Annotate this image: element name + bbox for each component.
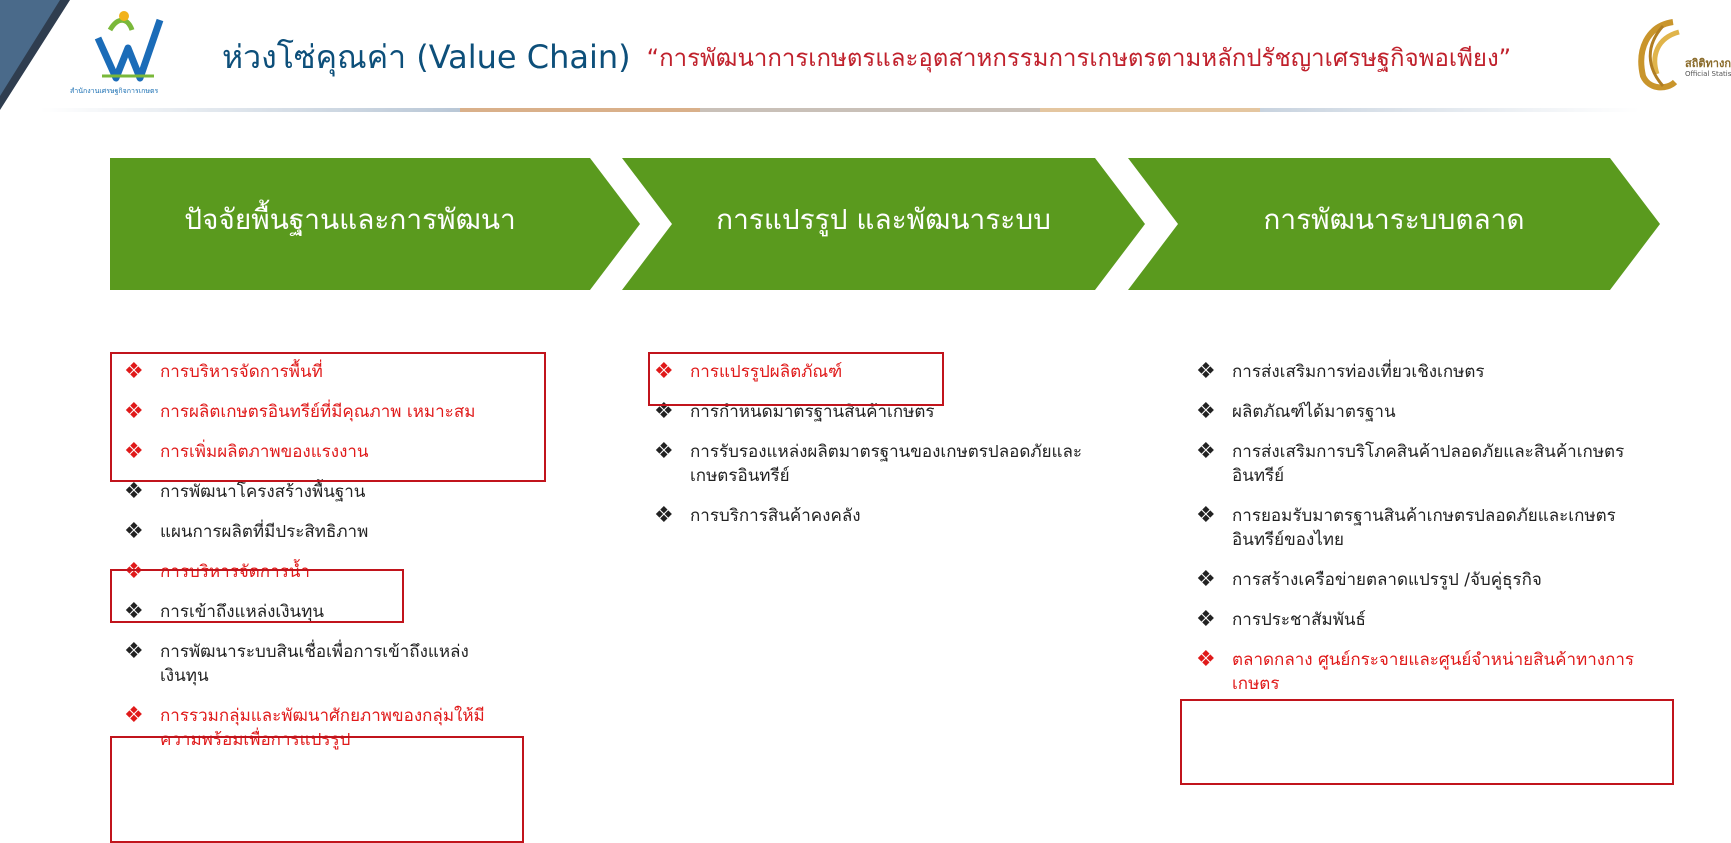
list-item: ❖การแปรรูปผลิตภัณฑ์ (654, 359, 843, 384)
list-item: ❖แผนการผลิตที่มีประสิทธิภาพ (124, 519, 369, 544)
stage-3-label: การพัฒนาระบบตลาด (1263, 203, 1525, 236)
bullet-icon: ❖ (124, 359, 144, 384)
bullet-icon: ❖ (124, 703, 144, 728)
bullet-icon: ❖ (654, 399, 674, 424)
header-rule-3 (700, 108, 1040, 112)
header-rule-2 (460, 108, 700, 112)
corner-decoration (0, 0, 70, 110)
stage-3-items: ❖การส่งเสริมการท่องเที่ยวเชิงเกษตร ❖ผลิต… (1190, 360, 1670, 712)
list-item: ❖การผลิตเกษตรอินทรีย์ที่มีคุณภาพ เหมาะสม (124, 399, 476, 424)
highlight-box (110, 352, 546, 482)
list-item: ❖การพัฒนาโครงสร้างพื้นฐาน (124, 479, 366, 504)
right-logo-caption: สถิติทางการ (1685, 57, 1731, 70)
bullet-icon: ❖ (1196, 607, 1216, 632)
highlight-box (648, 352, 944, 406)
header: สำนักงานเศรษฐกิจการเกษตร ห่วงโซ่คุณค่า (… (0, 0, 1731, 118)
list-item: ❖การประชาสัมพันธ์ (1196, 607, 1366, 632)
chevron-arrows (110, 158, 1660, 290)
official-statistics-icon (1638, 19, 1680, 91)
list-item: ❖การเข้าถึงแหล่งเงินทุน (124, 599, 324, 624)
highlight-box (110, 736, 524, 843)
bullet-icon: ❖ (124, 439, 144, 464)
list-item: ❖ผลิตภัณฑ์ได้มาตรฐาน (1196, 399, 1396, 424)
value-chain-stages: ปัจจัยพื้นฐานและการพัฒนา การแปรรูป และพั… (0, 158, 1731, 290)
chevron-stage-3 (1128, 158, 1660, 290)
bullet-icon: ❖ (654, 439, 674, 464)
bullet-icon: ❖ (1196, 359, 1216, 384)
stage-1-items: ❖การบริหารจัดการพื้นที่ ❖การผลิตเกษตรอิน… (118, 360, 538, 768)
bullet-icon: ❖ (1196, 503, 1216, 528)
list-item: ❖การบริการสินค้าคงคลัง (654, 503, 861, 528)
list-item: ❖ตลาดกลาง ศูนย์กระจายและศูนย์จำหน่ายสินค… (1196, 647, 1635, 695)
stage-2-label: การแปรรูป และพัฒนาระบบ (716, 203, 1051, 236)
bullet-icon: ❖ (124, 399, 144, 424)
bullet-icon: ❖ (1196, 399, 1216, 424)
stage-1-label: ปัจจัยพื้นฐานและการพัฒนา (184, 203, 516, 236)
bullet-icon: ❖ (654, 503, 674, 528)
list-item: ❖การยอมรับมาตรฐานสินค้าเกษตรปลอดภัยและเก… (1196, 503, 1616, 551)
list-item: ❖การบริหารจัดการน้ำ (124, 559, 310, 584)
right-logo: สถิติทางการ Official Statistics (1633, 12, 1731, 104)
bullet-icon: ❖ (124, 599, 144, 624)
bullet-icon: ❖ (124, 519, 144, 544)
bullet-icon: ❖ (124, 479, 144, 504)
highlight-box (1180, 699, 1674, 785)
list-item: ❖การส่งเสริมการบริโภคสินค้าปลอดภัยและสิน… (1196, 439, 1625, 487)
list-item: ❖การส่งเสริมการท่องเที่ยวเชิงเกษตร (1196, 359, 1485, 384)
header-rule-1 (40, 108, 460, 112)
highlight-box (110, 569, 404, 623)
bullet-icon: ❖ (1196, 647, 1216, 672)
bullet-icon: ❖ (124, 559, 144, 584)
list-item: ❖การรับรองแหล่งผลิตมาตรฐานของเกษตรปลอดภั… (654, 439, 1083, 487)
bullet-icon: ❖ (1196, 567, 1216, 592)
stage-2-items: ❖การแปรรูปผลิตภัณฑ์ ❖การกำหนดมาตรฐานสินค… (648, 360, 1148, 544)
page-title: ห่วงโซ่คุณค่า (Value Chain) (222, 38, 631, 76)
left-logo: สำนักงานเศรษฐกิจการเกษตร (70, 8, 190, 100)
bullet-icon: ❖ (1196, 439, 1216, 464)
list-item: ❖การรวมกลุ่มและพัฒนาศักยภาพของกลุ่มให้มี… (124, 703, 485, 751)
bullet-icon: ❖ (654, 359, 674, 384)
left-logo-caption: สำนักงานเศรษฐกิจการเกษตร (70, 87, 159, 95)
chevron-stage-1 (110, 158, 640, 290)
list-item: ❖การสร้างเครือข่ายตลาดแปรรูป /จับคู่ธุรก… (1196, 567, 1542, 592)
page-subtitle: “การพัฒนาการเกษตรและอุตสาหกรรมการเกษตรตา… (646, 44, 1512, 72)
right-logo-subcaption: Official Statistics (1685, 70, 1731, 78)
header-rule-5 (1260, 108, 1640, 112)
oae-logo-icon (94, 11, 164, 82)
list-item: ❖การเพิ่มผลิตภาพของแรงงาน (124, 439, 369, 464)
list-item: ❖การบริหารจัดการพื้นที่ (124, 359, 323, 384)
chevron-stage-2 (622, 158, 1145, 290)
header-rule-4 (1040, 108, 1260, 112)
page-title-block: ห่วงโซ่คุณค่า (Value Chain) “การพัฒนาการเ… (222, 32, 1511, 83)
list-item: ❖การพัฒนาระบบสินเชื่อเพื่อการเข้าถึงแหล่… (124, 639, 469, 687)
bullet-icon: ❖ (124, 639, 144, 664)
list-item: ❖การกำหนดมาตรฐานสินค้าเกษตร (654, 399, 935, 424)
